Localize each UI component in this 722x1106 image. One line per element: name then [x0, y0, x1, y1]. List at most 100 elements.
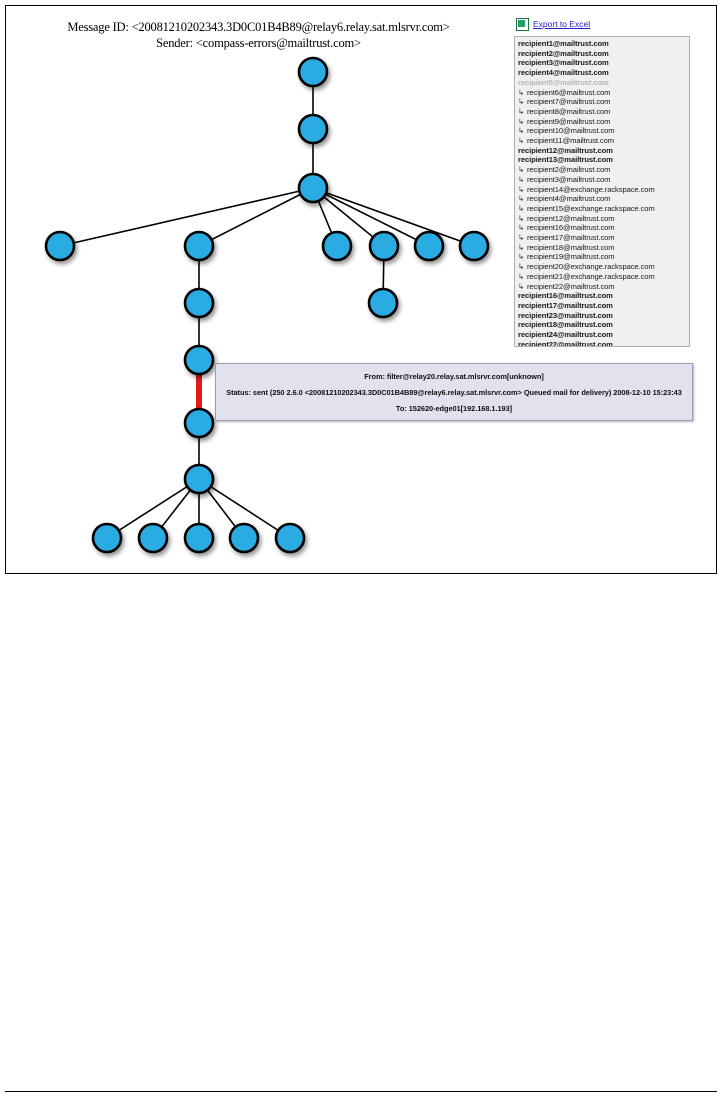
recipient-list-item[interactable]: recipient4@mailtrust.com	[518, 68, 687, 78]
recipient-address: recipient11@mailtrust.com	[527, 136, 614, 146]
graph-node-layer[interactable]	[44, 56, 490, 554]
recipient-address: recipient12@mailtrust.com	[527, 213, 615, 223]
message-id-title: Message ID: <20081210202343.3D0C01B4B89@…	[67, 20, 450, 34]
graph-node[interactable]	[413, 230, 445, 262]
recipient-list-item[interactable]: ↳recipient3@mailtrust.com	[518, 175, 687, 185]
export-to-excel-link[interactable]: Export to Excel	[533, 19, 591, 29]
graph-edge[interactable]	[198, 187, 314, 247]
recipient-list-item[interactable]: recipient5@mailtrust.com	[518, 78, 687, 88]
recipient-list-item[interactable]: recipient18@mailtrust.com	[518, 320, 687, 330]
child-arrow-icon: ↳	[518, 262, 525, 272]
recipient-address: recipient3@mailtrust.com	[527, 174, 611, 184]
graph-node[interactable]	[183, 287, 215, 319]
recipient-address: recipient8@mailtrust.com	[527, 106, 611, 116]
graph-edge[interactable]	[312, 187, 430, 247]
graph-node[interactable]	[297, 113, 329, 145]
recipient-address: recipient4@mailtrust.com	[518, 68, 609, 78]
recipient-list-item[interactable]: recipient22@mailtrust.com	[518, 339, 687, 347]
graph-node[interactable]	[458, 230, 490, 262]
graph-node[interactable]	[183, 522, 215, 554]
graph-edge-layer	[59, 72, 475, 539]
recipient-address: recipient4@mailtrust.com	[527, 194, 611, 204]
recipient-address: recipient17@mailtrust.com	[527, 233, 615, 243]
recipient-address: recipient15@exchange.rackspace.com	[527, 203, 655, 213]
child-arrow-icon: ↳	[518, 106, 525, 116]
recipient-list-item[interactable]: ↳recipient14@exchange.rackspace.com	[518, 185, 687, 195]
recipient-list-item[interactable]: ↳recipient17@mailtrust.com	[518, 233, 687, 243]
recipient-list-item[interactable]: ↳recipient4@mailtrust.com	[518, 194, 687, 204]
recipient-list-item[interactable]: ↳recipient11@mailtrust.com	[518, 136, 687, 146]
graph-node[interactable]	[183, 407, 215, 439]
recipient-list-item[interactable]: ↳recipient16@mailtrust.com	[518, 223, 687, 233]
recipient-list-item[interactable]: ↳recipient2@mailtrust.com	[518, 165, 687, 175]
graph-node[interactable]	[297, 172, 329, 204]
recipient-list-item[interactable]: ↳recipient19@mailtrust.com	[518, 252, 687, 262]
recipient-list-item[interactable]: recipient1@mailtrust.com	[518, 39, 687, 49]
child-arrow-icon: ↳	[518, 136, 525, 146]
graph-node[interactable]	[183, 463, 215, 495]
graph-node[interactable]	[44, 230, 76, 262]
recipient-list-item[interactable]: recipient13@mailtrust.com	[518, 155, 687, 165]
recipient-list-item[interactable]: recipient17@mailtrust.com	[518, 301, 687, 311]
recipient-list-item[interactable]: ↳recipient22@mailtrust.com	[518, 282, 687, 292]
child-arrow-icon: ↳	[518, 126, 525, 136]
recipient-list-item[interactable]: ↳recipient6@mailtrust.com	[518, 88, 687, 98]
recipient-address: recipient1@mailtrust.com	[518, 39, 609, 48]
recipient-list-item[interactable]: ↳recipient7@mailtrust.com	[518, 97, 687, 107]
recipient-list-item[interactable]: ↳recipient20@exchange.rackspace.com	[518, 262, 687, 272]
child-arrow-icon: ↳	[518, 233, 525, 243]
recipient-address: recipient20@exchange.rackspace.com	[527, 262, 655, 272]
child-arrow-icon: ↳	[518, 194, 525, 204]
graph-node[interactable]	[183, 230, 215, 262]
recipient-address: recipient16@mailtrust.com	[527, 223, 615, 233]
child-arrow-icon: ↳	[518, 203, 525, 213]
recipient-list-item[interactable]: recipient23@mailtrust.com	[518, 311, 687, 321]
delivery-path-graph[interactable]	[6, 6, 718, 575]
recipient-list-item[interactable]: recipient2@mailtrust.com	[518, 49, 687, 59]
tooltip-to-line: To: 152620-edge01[192.168.1.193]	[395, 403, 513, 413]
graph-node[interactable]	[368, 230, 400, 262]
recipient-address: recipient13@mailtrust.com	[518, 155, 613, 165]
recipient-list-item[interactable]: recipient12@mailtrust.com	[518, 146, 687, 156]
recipient-address: recipient17@mailtrust.com	[518, 300, 613, 310]
recipient-list-item[interactable]: ↳recipient12@mailtrust.com	[518, 214, 687, 224]
tooltip-status-line: Status: sent (250 2.6.0 <20081210202343.…	[226, 387, 682, 397]
recipient-list-item[interactable]: ↳recipient10@mailtrust.com	[518, 126, 687, 136]
child-arrow-icon: ↳	[518, 87, 525, 97]
graph-node[interactable]	[274, 522, 306, 554]
graph-node[interactable]	[91, 522, 123, 554]
export-to-excel-row[interactable]: Export to Excel	[514, 16, 692, 32]
graph-node[interactable]	[228, 522, 260, 554]
graph-node[interactable]	[297, 56, 329, 88]
recipient-address: recipient19@mailtrust.com	[527, 252, 615, 262]
recipient-list-item[interactable]: recipient16@mailtrust.com	[518, 291, 687, 301]
recipient-list-item[interactable]: recipient24@mailtrust.com	[518, 330, 687, 340]
recipient-list-item[interactable]: recipient3@mailtrust.com	[518, 58, 687, 68]
graph-edge[interactable]	[106, 478, 200, 539]
page-footer-rule	[5, 1091, 717, 1092]
recipient-address: recipient5@mailtrust.com	[518, 77, 609, 87]
child-arrow-icon: ↳	[518, 252, 525, 262]
tooltip-from-line: From: filter@relay20.relay.sat.mlsrvr.co…	[364, 371, 544, 381]
graph-edge[interactable]	[59, 187, 314, 247]
recipient-address: recipient22@mailtrust.com	[518, 339, 613, 347]
recipient-address: recipient23@mailtrust.com	[518, 310, 613, 320]
recipient-list-item[interactable]: ↳recipient8@mailtrust.com	[518, 107, 687, 117]
graph-node[interactable]	[183, 344, 215, 376]
recipient-list-item[interactable]: ↳recipient18@mailtrust.com	[518, 243, 687, 253]
graph-node[interactable]	[137, 522, 169, 554]
recipient-list-item[interactable]: ↳recipient21@exchange.rackspace.com	[518, 272, 687, 282]
edge-detail-tooltip: From: filter@relay20.relay.sat.mlsrvr.co…	[215, 363, 693, 421]
child-arrow-icon: ↳	[518, 184, 525, 194]
message-trace-report-frame: Message ID: <20081210202343.3D0C01B4B89@…	[5, 5, 717, 574]
child-arrow-icon: ↳	[518, 116, 525, 126]
recipient-list-item[interactable]: ↳recipient15@exchange.rackspace.com	[518, 204, 687, 214]
graph-edge[interactable]	[198, 478, 291, 539]
child-arrow-icon: ↳	[518, 213, 525, 223]
sender-title: Sender: <compass-errors@mailtrust.com>	[156, 36, 361, 50]
graph-edge[interactable]	[312, 187, 475, 247]
recipient-list-item[interactable]: ↳recipient9@mailtrust.com	[518, 117, 687, 127]
graph-node[interactable]	[321, 230, 353, 262]
graph-node[interactable]	[367, 287, 399, 319]
